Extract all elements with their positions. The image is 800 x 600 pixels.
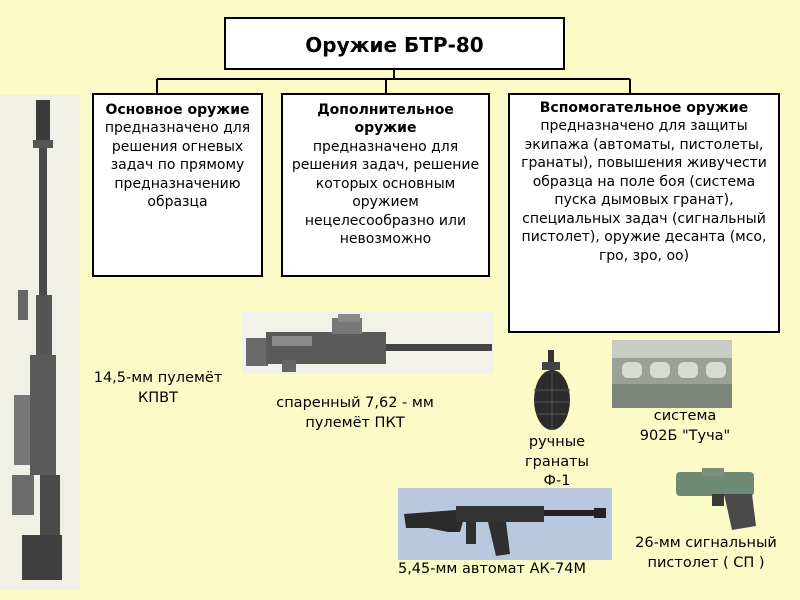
additional-weapon-heading: Дополнительное оружие [317,102,454,137]
main-weapon-box: Основное оружие предназначено для решени… [92,93,263,277]
auxiliary-weapon-box: Вспомогательное оружие предназначено для… [508,93,780,333]
grenade-caption: ручные гранаты Ф-1 [510,433,604,492]
signal-pistol-image [672,466,768,534]
additional-weapon-text: предназначено для решения задач, решение… [291,138,480,248]
signal-pistol-caption-line1: 26-мм сигнальный [635,535,777,551]
kpvt-caption-line2: КПВТ [137,389,178,406]
grenade-caption-line1: ручные [528,434,586,450]
pkt-caption: спаренный 7,62 - мм пулемёт ПКТ [260,394,450,433]
f1-grenade-image [534,350,570,430]
tucha-caption: система 902Б "Туча" [620,407,750,446]
tucha-system-image [612,340,732,408]
ak74m-caption: 5,45-мм автомат АК-74М [374,560,610,580]
signal-pistol-caption: 26-мм сигнальный пистолет ( СП ) [620,534,792,573]
kpvt-caption: 14,5-мм пулемёт КПВТ [78,369,238,408]
main-weapon-heading: Основное оружие [105,102,250,118]
page-title: Оружие БТР-80 [224,17,565,70]
pkt-machine-gun-image [242,312,494,374]
signal-pistol-caption-line2: пистолет ( СП ) [647,554,765,571]
pkt-caption-line2: пулемёт ПКТ [305,414,405,431]
grenade-caption-line2: гранаты [525,453,589,470]
ak74m-caption-line1: 5,45-мм автомат АК-74М [397,561,587,577]
pkt-caption-line1: спаренный 7,62 - мм [276,395,434,411]
ak74m-rifle-image [398,488,612,560]
main-weapon-text: предназначено для решения огневых задач … [104,120,251,211]
auxiliary-weapon-text: предназначено для защиты экипажа (автома… [521,118,767,264]
auxiliary-weapon-heading: Вспомогательное оружие [539,100,749,116]
grenade-caption-line3: Ф-1 [543,473,571,490]
kpvt-caption-line1: 14,5-мм пулемёт [93,370,223,386]
tucha-caption-line1: система [653,408,717,424]
additional-weapon-box: Дополнительное оружие предназначено для … [281,93,490,277]
kpvt-machine-gun-image [0,95,80,590]
hierarchy-connectors [156,70,631,93]
tucha-caption-line2: 902Б "Туча" [639,427,731,444]
